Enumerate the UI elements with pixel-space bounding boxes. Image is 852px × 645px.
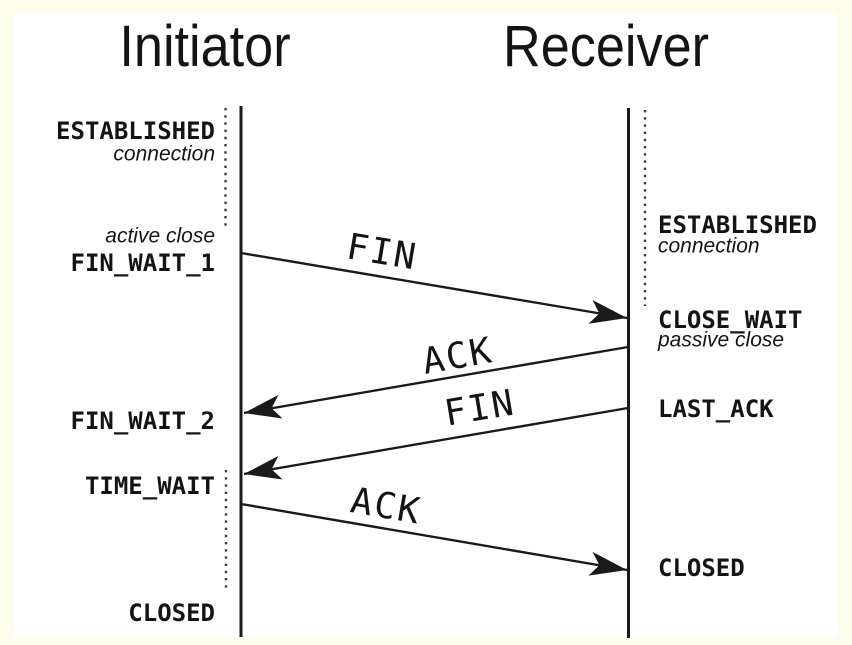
receiver-state-last-ack: LAST_ACK — [658, 395, 774, 423]
initiator-state-fin-wait-2: FIN_WAIT_2 — [70, 407, 216, 435]
fin-arrow-initiator-to-receiver — [240, 251, 628, 324]
initiator-note-active-close: active close — [105, 224, 215, 248]
initiator-state-time-wait: TIME_WAIT — [84, 472, 215, 500]
fin-arrow-receiver-to-initiator — [243, 406, 629, 480]
initiator-state-closed: CLOSED — [128, 599, 215, 627]
receiver-state-closed: CLOSED — [658, 554, 745, 582]
receiver-state-close-wait: CLOSE_WAIT — [658, 306, 803, 334]
initiator-title: Initiator — [119, 14, 291, 79]
ack-arrow-initiator-to-receiver — [240, 502, 628, 576]
receiver-title: Receiver — [503, 14, 709, 79]
receiver-note-passive-close: passive close — [658, 328, 785, 352]
initiator-state-fin-wait-1: FIN_WAIT_1 — [70, 249, 216, 277]
ack-arrow-receiver-to-initiator — [243, 345, 629, 419]
initiator-state-established: ESTABLISHED — [56, 117, 215, 145]
receiver-note-connection: connection — [658, 234, 760, 258]
initiator-note-connection: connection — [113, 142, 215, 166]
diagram-canvas — [13, 13, 837, 638]
receiver-state-established: ESTABLISHED — [658, 211, 817, 239]
